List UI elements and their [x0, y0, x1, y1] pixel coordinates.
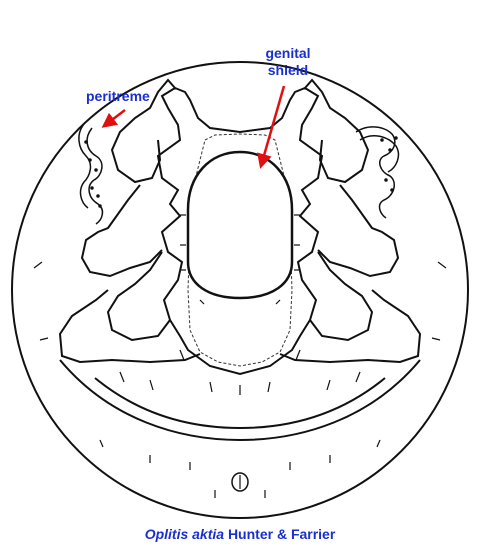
- anal-opening: [231, 472, 249, 492]
- ventrianal-curve-inner: [94, 377, 386, 430]
- setae: [33, 214, 447, 498]
- left-peritreme: [78, 123, 104, 225]
- genital-shield-label: genital shield: [253, 45, 323, 79]
- species-name: Oplitis aktia: [144, 526, 225, 542]
- body-outline: [11, 61, 469, 519]
- genital-shield-arrow: [257, 85, 286, 169]
- authors: Hunter & Farrier: [227, 526, 336, 542]
- left-coxae: [58, 78, 201, 364]
- ventrianal-curve-outer: [59, 359, 421, 442]
- genital-shield: [186, 150, 294, 300]
- sternal-inner-outline: [187, 133, 293, 367]
- peritreme-arrow: [101, 109, 126, 128]
- right-peritreme: [355, 126, 400, 219]
- genital-label-line2: shield: [267, 62, 309, 78]
- sternal-region-outline: [156, 86, 324, 376]
- right-coxae: [279, 78, 422, 364]
- peritreme-label: peritreme: [86, 88, 150, 104]
- figure-caption: Oplitis aktia Hunter & Farrier: [0, 526, 480, 542]
- genital-label-line1: genital: [265, 45, 311, 61]
